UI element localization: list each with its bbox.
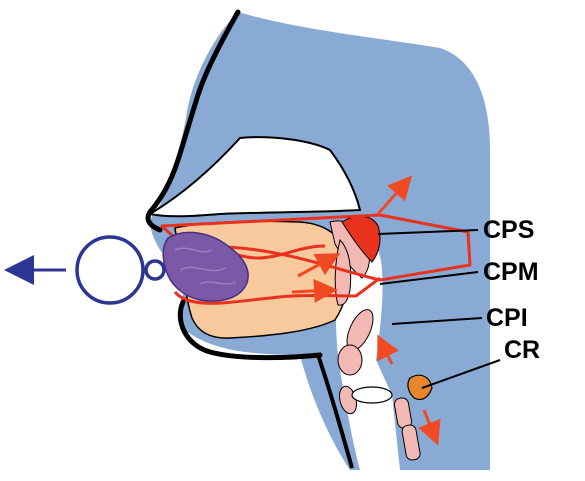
hyoid <box>338 345 362 375</box>
label-cpi: CPI <box>486 304 528 332</box>
label-cps: CPS <box>483 216 534 244</box>
instrument-large-loop <box>77 237 143 303</box>
larynx-ring <box>352 387 392 403</box>
instrument-small-loop <box>146 261 164 279</box>
label-cr: CR <box>504 336 540 364</box>
label-cpm: CPM <box>483 258 539 286</box>
right-arrow-icon <box>292 290 332 292</box>
